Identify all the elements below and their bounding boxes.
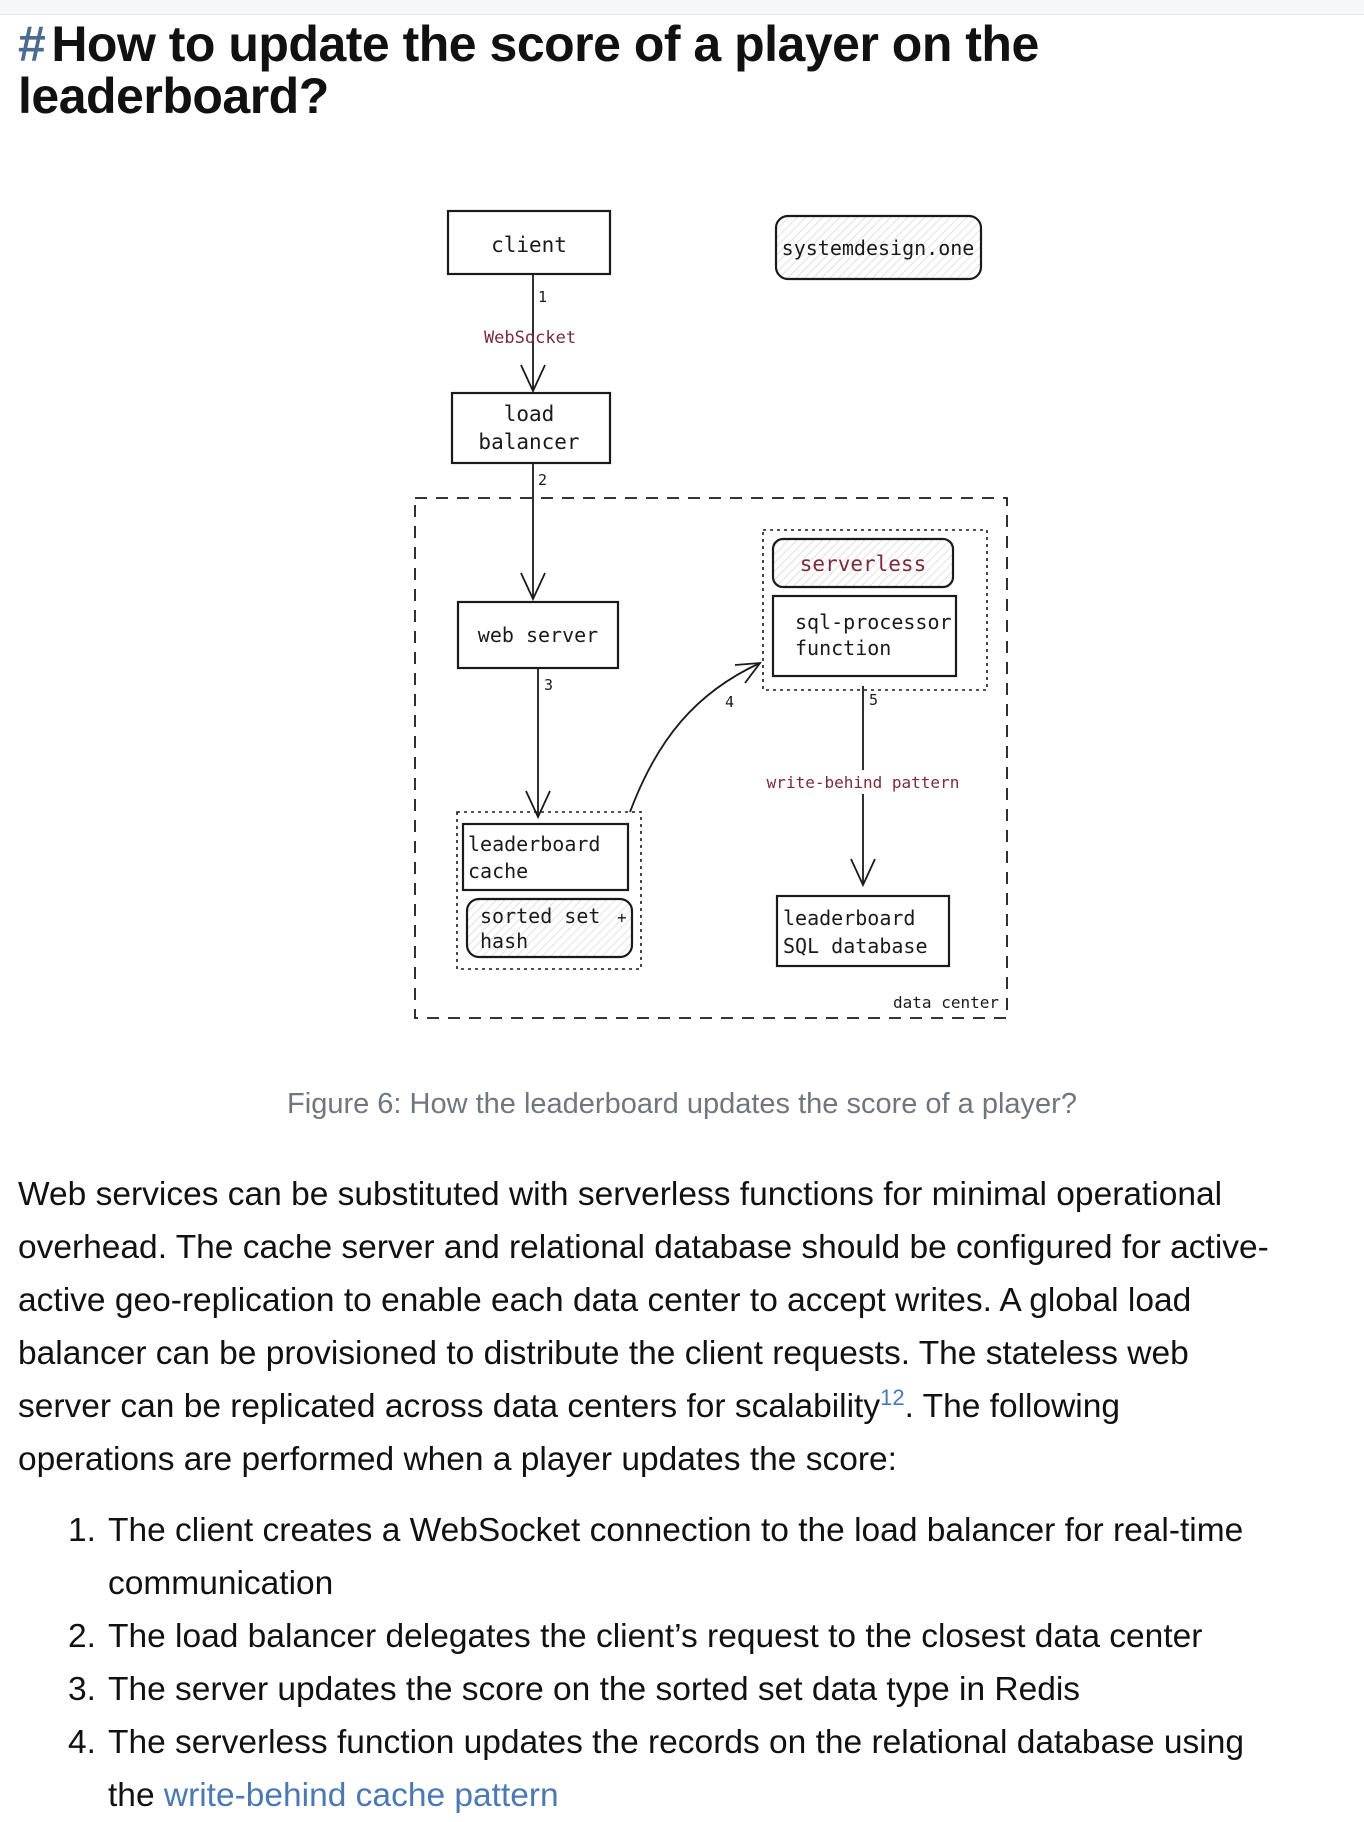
data-center-label: data center — [893, 993, 999, 1012]
sql-processor-label-line-2: function — [795, 636, 891, 660]
brand-box — [774, 214, 983, 281]
load-balancer-label-line-2: balancer — [478, 430, 579, 454]
list-item-text: The client creates a WebSocket connectio… — [108, 1512, 1244, 1549]
list-item-number: 1. — [68, 1512, 96, 1549]
list-item-text: The server updates the score on the sort… — [108, 1671, 1081, 1708]
arrow-cache-to-serverless — [629, 662, 761, 813]
list-item-prefix: the — [108, 1777, 164, 1814]
brand-label: systemdesign.one — [782, 236, 975, 260]
heading-anchor-link[interactable]: # — [18, 16, 46, 72]
top-strip — [0, 0, 1364, 15]
web-server-box — [456, 600, 620, 670]
paragraph-line-4: balancer can be provisioned to distribut… — [18, 1335, 1189, 1372]
sql-processor-label-line-1: sql-processor — [795, 610, 952, 634]
step-4-label: 4 — [725, 693, 734, 711]
body-paragraph: Web services can be substituted with ser… — [18, 1168, 1364, 1486]
diagram-svg: client systemdesign.one 1 WebSocket load… — [414, 209, 1008, 1019]
sorted-set-label-line-1: sorted set — [480, 904, 600, 928]
list-item: 1. The client creates a WebSocket connect… — [68, 1504, 1364, 1610]
paragraph-line-5-text: server can be replicated across data cen… — [18, 1388, 881, 1425]
serverless-label: serverless — [800, 552, 926, 576]
arrow-head-5 — [850, 858, 876, 888]
paragraph-line-6: operations are performed when a player u… — [18, 1441, 897, 1478]
list-item: 4. The serverless function updates the re… — [68, 1716, 1364, 1822]
step-2-label: 2 — [538, 471, 547, 489]
client-label: client — [491, 233, 567, 257]
cache-box — [461, 822, 630, 892]
arrow-head-3 — [525, 790, 551, 820]
list-item-text: The serverless function updates the reco… — [108, 1724, 1244, 1761]
write-behind-label: write-behind pattern — [767, 773, 960, 792]
operations-list: 1. The client creates a WebSocket connect… — [68, 1504, 1364, 1822]
database-label-line-1: leaderboard — [783, 906, 915, 930]
footnote-ref-12[interactable]: 12 — [880, 1384, 905, 1410]
load-balancer-label-line-1: load — [504, 402, 555, 426]
web-server-label: web server — [478, 623, 598, 647]
list-item-number: 2. — [68, 1618, 96, 1655]
arrow-head-2 — [520, 572, 546, 602]
database-box — [775, 894, 951, 968]
paragraph-line-1: Web services can be substituted with ser… — [18, 1176, 1223, 1213]
sorted-set-box — [465, 897, 634, 959]
paragraph-line-5-tail: . The following — [904, 1388, 1120, 1425]
load-balancer-box — [450, 391, 612, 465]
sql-processor-box — [771, 594, 958, 678]
arrow-head-4 — [734, 661, 762, 684]
client-box — [446, 209, 612, 276]
list-item-number: 4. — [68, 1724, 96, 1761]
list-item-text-continued: the write-behind cache pattern — [68, 1769, 1364, 1822]
architecture-diagram: client systemdesign.one 1 WebSocket load… — [395, 195, 1025, 1035]
list-item: 2. The load balancer delegates the client… — [68, 1610, 1364, 1663]
step-5-label: 5 — [869, 691, 878, 709]
cache-label-line-2: cache — [468, 859, 528, 883]
write-behind-cache-pattern-link[interactable]: write-behind cache pattern — [163, 1777, 559, 1814]
step-3-label: 3 — [544, 676, 553, 694]
paragraph-line-5: server can be replicated across data cen… — [18, 1380, 1364, 1433]
cache-group-boundary — [456, 811, 642, 970]
step-1-label: 1 — [538, 288, 547, 306]
paragraph-line-2: overhead. The cache server and relationa… — [18, 1229, 1269, 1266]
sorted-set-label-line-2: hash — [480, 929, 528, 953]
serverless-group-boundary — [762, 529, 988, 691]
list-item-number: 3. — [68, 1671, 96, 1708]
page-title-line-2: leaderboard? — [18, 68, 329, 124]
cache-label-line-1: leaderboard — [468, 832, 600, 856]
page-title: #How to update the score of a player on … — [18, 18, 1318, 122]
data-center-boundary — [414, 497, 1008, 1019]
data-center-label-bg — [883, 993, 1003, 1013]
serverless-box — [771, 537, 955, 589]
page-title-line-1: How to update the score of a player on t… — [51, 16, 1039, 72]
database-label-line-2: SQL database — [783, 934, 928, 958]
list-item: 3. The server updates the score on the so… — [68, 1663, 1364, 1716]
list-item-text-continued: communication — [108, 1565, 334, 1602]
websocket-label: WebSocket — [484, 328, 576, 348]
arrow-head-1 — [520, 364, 546, 394]
sorted-set-plus: + — [617, 908, 627, 927]
write-behind-label-bg — [767, 770, 957, 794]
paragraph-line-3: active geo-replication to enable each da… — [18, 1282, 1192, 1319]
figure-caption: Figure 6: How the leaderboard updates th… — [287, 1088, 1077, 1120]
list-item-text: The load balancer delegates the client’s… — [108, 1618, 1203, 1655]
